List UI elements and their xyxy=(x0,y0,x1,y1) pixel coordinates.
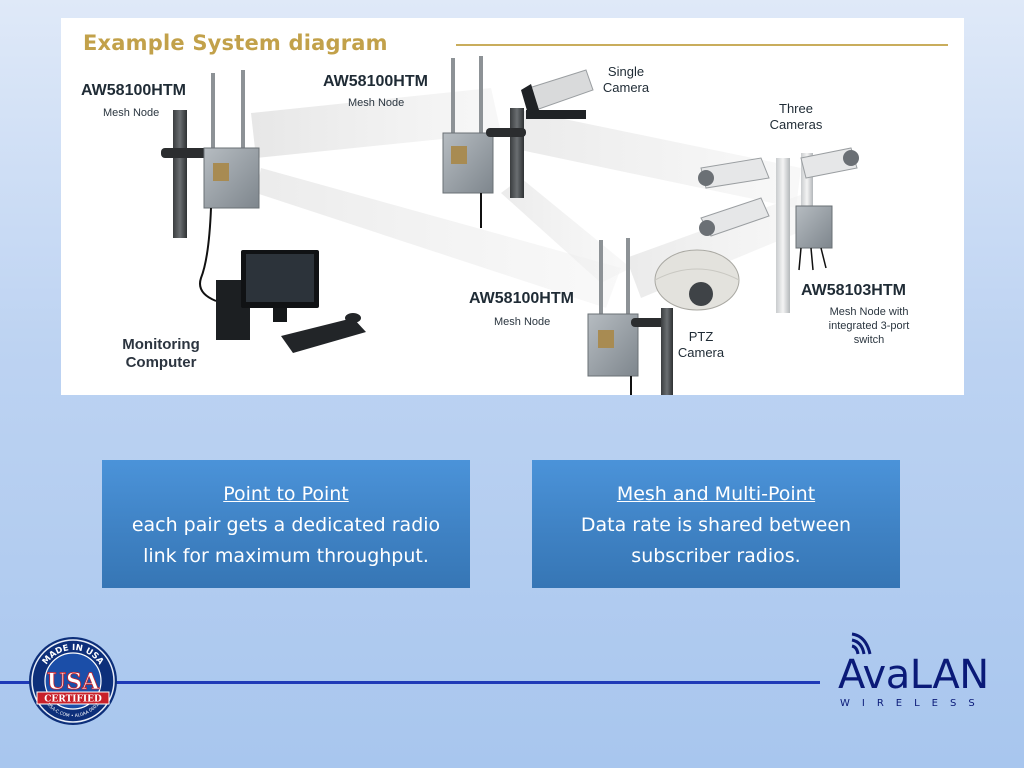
label-line: Camera xyxy=(677,345,725,360)
box-text-line: Data rate is shared between xyxy=(580,514,852,536)
label-line: Computer xyxy=(125,354,197,371)
node-4-subtitle: Mesh Node with integrated 3-port switch xyxy=(813,305,925,347)
label-line: PTZ xyxy=(688,329,714,344)
label-line: Single xyxy=(607,64,645,79)
node-1-model: AW58100HTM xyxy=(81,82,186,99)
brand-tagline: WIRELESS xyxy=(840,698,987,709)
system-diagram-image: Example System diagram AW58100HTM Mesh N… xyxy=(61,18,964,395)
box-text-line: each pair gets a dedicated radio xyxy=(131,514,441,536)
point-to-point-box: Point to Point each pair gets a dedicate… xyxy=(102,460,470,588)
diagram-title: Example System diagram xyxy=(83,31,388,55)
mesh-node-3-graphic xyxy=(587,238,740,395)
node-4-subtitle-line: switch xyxy=(853,334,885,346)
node-3-model: AW58100HTM xyxy=(469,290,574,307)
radio-links xyxy=(251,88,821,308)
node-4-subtitle-line: integrated 3-port xyxy=(828,320,910,332)
mesh-node-1-graphic xyxy=(161,70,260,302)
three-cameras-graphic xyxy=(698,147,859,313)
node-3-subtitle: Mesh Node xyxy=(494,316,551,328)
label-line: Three xyxy=(779,101,813,116)
box-text-line: subscriber radios. xyxy=(631,545,801,567)
node-1-subtitle: Mesh Node xyxy=(103,107,160,119)
point-to-point-heading[interactable]: Point to Point xyxy=(223,483,349,505)
avalan-wireless-logo: AvaLAN WIRELESS xyxy=(830,626,1005,716)
box-text-line: link for maximum throughput. xyxy=(143,545,429,567)
node-4-subtitle-line: Mesh Node with xyxy=(829,306,909,318)
brand-name-lan: LAN xyxy=(909,652,990,698)
mesh-multipoint-heading[interactable]: Mesh and Multi-Point xyxy=(616,483,816,505)
three-cameras-label: Three Cameras xyxy=(763,101,829,133)
badge-ribbon-text: CERTIFIED xyxy=(44,695,102,705)
badge-main-text: USA xyxy=(47,669,100,695)
diagram-artwork xyxy=(161,56,859,395)
ptz-camera-label: PTZ Camera xyxy=(671,329,731,361)
mesh-multipoint-box: Mesh and Multi-Point Data rate is shared… xyxy=(532,460,900,588)
monitoring-computer-label: Monitoring Computer xyxy=(111,336,211,372)
footer-divider xyxy=(0,681,820,684)
brand-name: AvaLAN xyxy=(838,652,989,698)
node-2-model: AW58100HTM xyxy=(323,73,428,90)
wireless-signal-icon xyxy=(851,632,872,655)
title-rule xyxy=(456,44,948,46)
label-line: Cameras xyxy=(769,117,823,132)
mesh-node-2-graphic xyxy=(442,56,594,228)
label-line: Monitoring xyxy=(122,336,200,353)
usa-certified-seal-icon: MADE IN USA USA CERTIFIED USA-C.COM • AL… xyxy=(29,637,117,725)
made-in-usa-badge: MADE IN USA USA CERTIFIED USA-C.COM • AL… xyxy=(28,636,118,726)
node-2-subtitle: Mesh Node xyxy=(348,97,405,109)
monitoring-computer-graphic xyxy=(216,250,366,353)
label-line: Camera xyxy=(602,80,650,95)
node-4-model: AW58103HTM xyxy=(801,282,906,299)
brand-name-ava: Ava xyxy=(838,652,910,698)
single-camera-label: Single Camera xyxy=(596,64,656,96)
